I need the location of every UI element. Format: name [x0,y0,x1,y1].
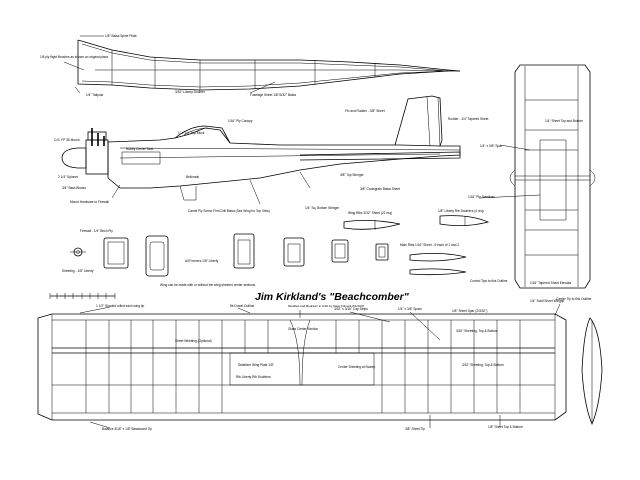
title-block: Jim Kirkland's "Beachcomber" Modified an… [255,291,410,308]
te-label: 1/8" Sheet Spar (2/3/32") [452,309,487,313]
plan-subtitle: Modified and Redrawn in CAD by Dave Kilm… [288,304,364,308]
rib-labels: Wing Ribs 3/32" Sheet (22 req) 1/8" Libe… [160,209,484,287]
fuse-sides-label: 3/32" Liberty Doubler [175,90,206,94]
engine-label: O.S. FP 35 Mount [54,138,80,142]
spar-label: 3/32" x 3/16" Cap Strips [334,307,368,311]
firewall-label: Firewall - 1/4" Birch Ply [80,229,113,233]
rib-doubler-label: Rib Liberty Rib Doublers [236,375,271,379]
spine-label: 1/8" Balsa Spine Plate [105,34,137,38]
canopy-label: 1/16" Ply Canopy [228,119,253,123]
te-sheet-label: 3/8" Sheet Tip [405,427,425,431]
le-label: 1/4" x 3/8" Spars [398,307,422,311]
control-horn-label: Control Tips to this Outline [470,279,508,283]
elevator-label: 1/16" Tapered Sheet Elevator [530,281,572,285]
former-labels: Firewall - 1/4" Birch Ply Sheeting - 1/8… [62,229,219,273]
inner-spar-label: 3/32" Sheeting, Top & Bottom [462,363,504,367]
mount-gusset-label: Mount Hardware to Firewall [70,200,109,204]
le-sheet-label: 1 1/2" Shaded rolled each wing tip [96,304,144,308]
stab-sheet-label: 1/4" Sheet Top and Bottom [545,119,583,123]
rudder-label: Rudder - 1/4" Tapered Sheet [448,117,489,121]
top-block-label: 1" x 1/4" Top Block [178,131,205,135]
motor-mount-label: 3/4" Bass Blocks [62,186,86,190]
fuse-sheet-label: Fuselage Sheet 1/8"/3/32" Balsa [250,93,296,97]
main-ribs-label: Main Ribs 1/16" Sheet - 6 each of 1 and … [400,243,459,247]
wing-tip-section [581,317,603,426]
fin-label: Fin and Rudder - 3/8" Sheet [345,109,385,113]
spar-plate-label: Stabilizer Wing Plate 1/8" [238,363,274,367]
fuselage-top-labels: 1/8" Balsa Spine Plate 1/8 ply flight Br… [40,34,296,97]
center-section-label: Glass Center Section [288,327,318,331]
wing-labels: 1 1/2" Shaded rolled each wing tip 8b Do… [96,297,591,431]
sheeting-label: Sheeting - 1/8" Liberty [62,269,94,273]
wing-tip-label: 1/4" Solid Sheet Wingtip [530,299,564,303]
tail-post-label: 1/4" Tailpost [86,93,103,97]
stabilizer-top-view [479,64,596,289]
bottom-stringer-label: 1/4" Sq. Bottom Stringer [305,206,340,210]
plan-title: Jim Kirkland's "Beachcomber" [255,291,410,303]
formers [70,233,389,277]
lead-out-label: Sheet Webbing (Optional) [175,339,212,343]
flight-box-label: 1/8 ply flight Brushes as shown on origi… [40,55,108,59]
ply-top-view-label: Camel Ply Screw Firm Drill Balsa (See Wi… [188,209,270,213]
te-sheet2-label: 1/8" Sheet Top & Bottom [488,425,523,429]
bulkheads-label: All Formers 1/8" Liberty [185,259,219,263]
wing-ribs [343,215,490,276]
fuel-tank-label: Hobby Center Tank [126,147,154,151]
wing-outline-label: 8b Dowel Outline [230,304,255,308]
sheet-spar-wing-label: 3/32" Sheeting, Top & Bottom [456,329,498,333]
scale-bar [49,293,116,299]
fuselage-side-labels: Fin and Rudder - 3/8" Sheet Rudder - 1/4… [54,109,489,213]
wing-ribs-label: Wing Ribs 3/32" Sheet (22 req) [348,211,392,215]
tip-weight-label: Carrier Tip to this Outline [556,297,591,301]
bellcrank-label: Bellcrank [186,175,200,179]
rib-note-label: Wing can be made with or without the win… [160,283,256,287]
te-bottom-label: Balance 3/16" x 1/8" Bassboard Tip [102,427,152,431]
spinner-label: 2 1/4" Spinner [58,175,79,179]
wing-plan-view [37,303,567,429]
fuselage-top-view [63,35,461,94]
stab-pivot-label: 1/16" Ply Stabilizer [468,195,496,199]
stab-block-label: 1/4" x 3/8" Spar [480,144,503,148]
tip-ribs-label: 1/8" Liberty Rib Doublers (4 req) [438,209,484,213]
stabilizer-labels: 1/4" Sheet Top and Bottom 1/4" x 3/8" Sp… [468,119,583,285]
tail-stringers-label: 3/8" Top Stringer [340,173,365,177]
fuselage-side-view [61,95,461,205]
center-sheet-label: Center Sheeting at Sweep [338,365,375,369]
fuse-scrap-label: 3/8" Crossgrain Balsa Sheet [360,187,400,191]
